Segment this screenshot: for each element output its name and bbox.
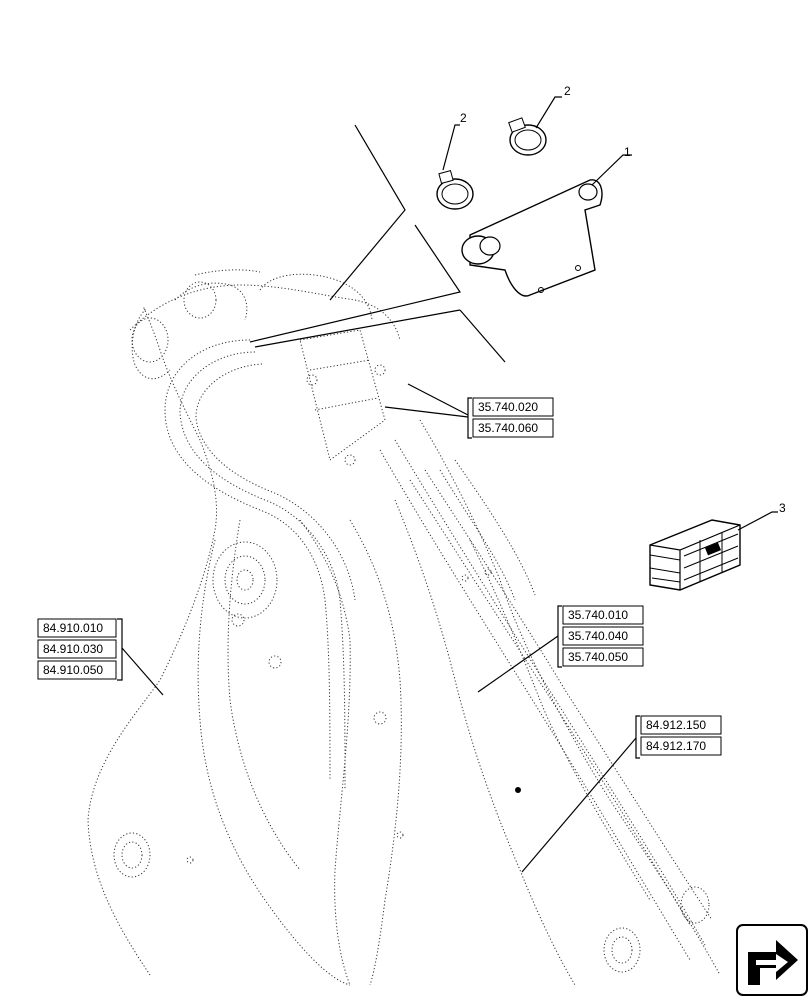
ref-35-740-010[interactable]: 35.740.010 <box>568 608 628 622</box>
part-2-clamp-left <box>436 170 474 210</box>
ref-84-910-030[interactable]: 84.910.030 <box>43 642 103 656</box>
ref-35-740-060[interactable]: 35.740.060 <box>478 421 538 435</box>
ref-group-hoses-upper[interactable]: 35.740.020 35.740.060 <box>467 397 554 439</box>
callout-1: 1 <box>624 145 631 159</box>
section-lines <box>249 124 506 363</box>
part-2-clamp-right <box>508 117 547 156</box>
ref-84-910-010[interactable]: 84.910.010 <box>43 621 103 635</box>
ref-84-912-150[interactable]: 84.912.150 <box>646 718 706 732</box>
ref-group-hoses-mid[interactable]: 35.740.010 35.740.040 35.740.050 <box>557 605 644 668</box>
part-1-bracket <box>461 179 603 297</box>
ref-group-boom-lower[interactable]: 84.912.150 84.912.170 <box>635 715 722 759</box>
ref-84-910-050[interactable]: 84.910.050 <box>43 663 103 677</box>
next-page-arrow-icon[interactable] <box>736 924 808 996</box>
leader-lines <box>121 96 778 873</box>
ref-group-boom-left[interactable]: 84.910.010 84.910.030 84.910.050 <box>37 618 123 681</box>
callout-labels: 1 2 2 3 <box>460 84 786 515</box>
ref-35-740-040[interactable]: 35.740.040 <box>568 629 628 643</box>
ref-84-912-170[interactable]: 84.912.170 <box>646 739 706 753</box>
boom-structure <box>87 269 721 986</box>
ref-35-740-050[interactable]: 35.740.050 <box>568 650 628 664</box>
callout-2-left: 2 <box>460 111 467 125</box>
callout-2-right: 2 <box>564 84 571 98</box>
part-3-crate <box>649 519 741 591</box>
ref-35-740-020[interactable]: 35.740.020 <box>478 400 538 414</box>
callout-3: 3 <box>779 501 786 515</box>
